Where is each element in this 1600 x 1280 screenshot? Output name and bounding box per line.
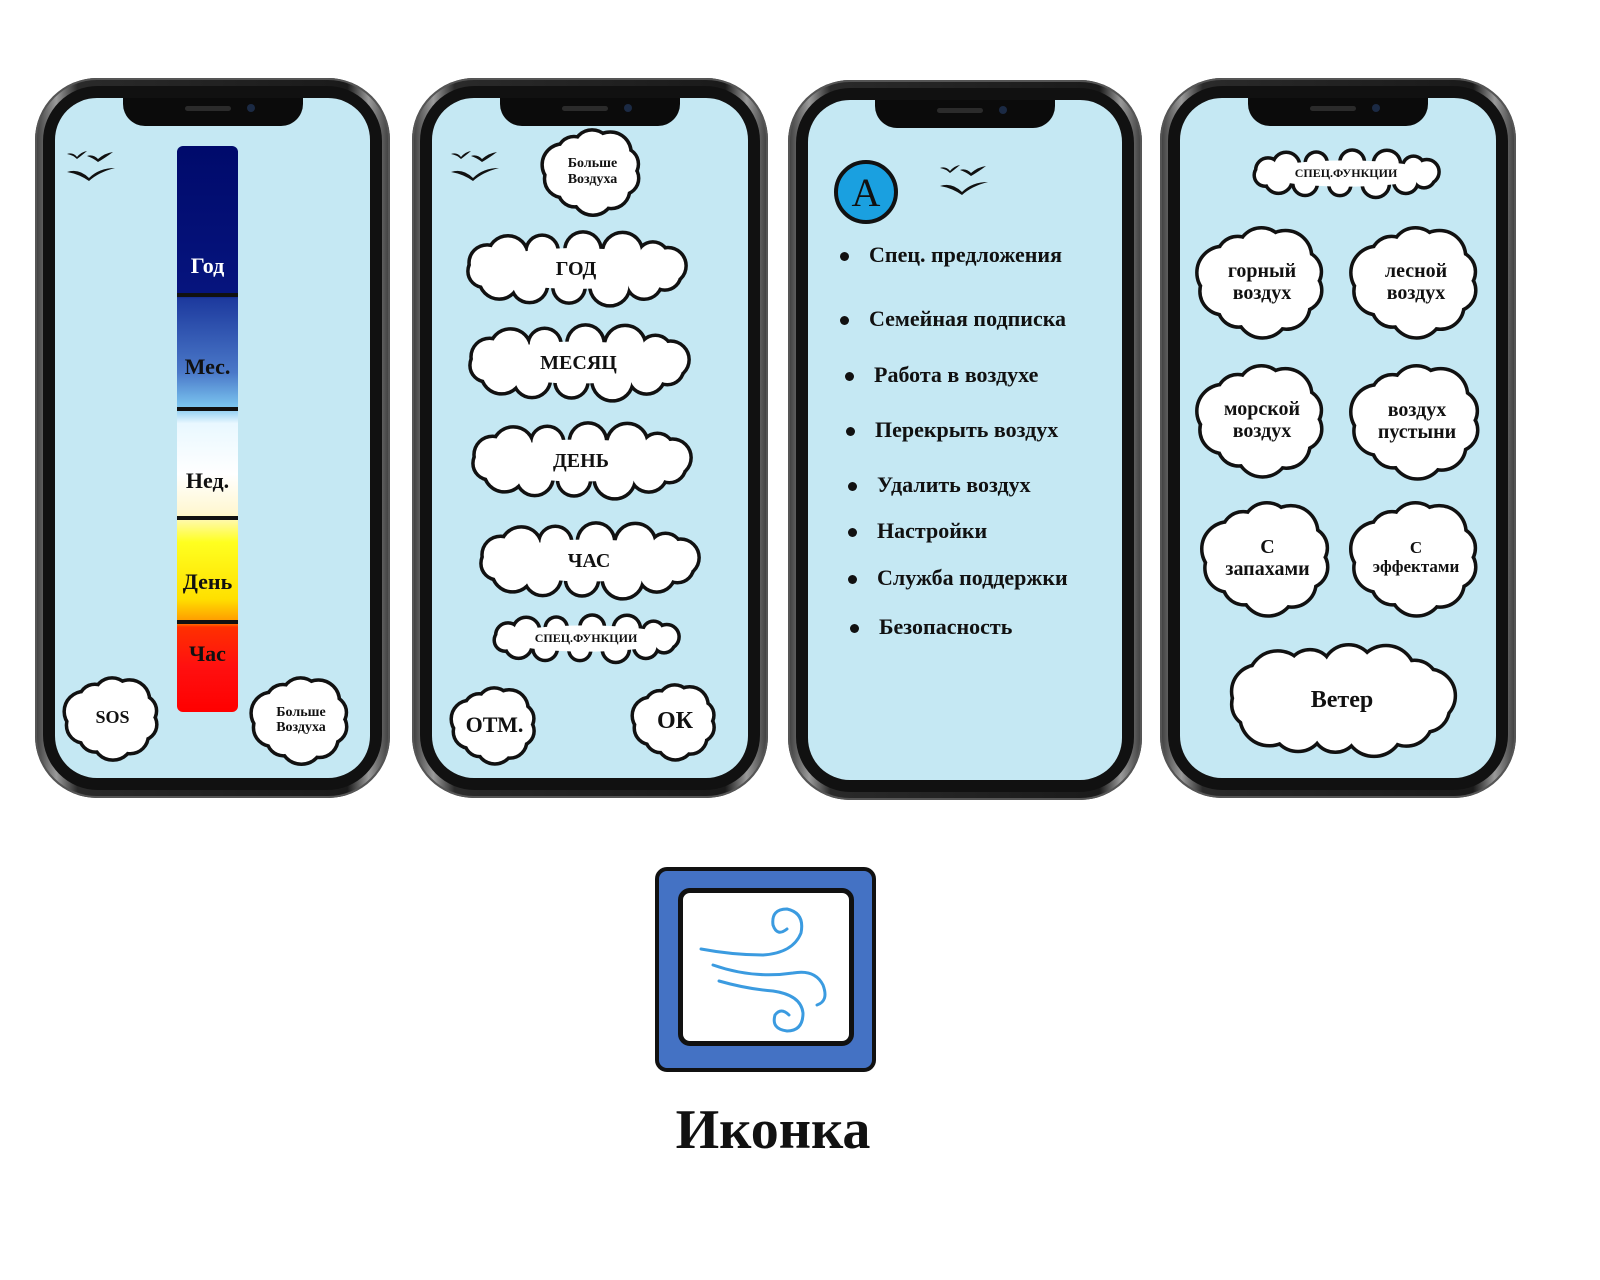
divider: [177, 620, 238, 624]
cloud-shape: [1252, 148, 1441, 200]
notch: [500, 98, 680, 126]
divider: [177, 516, 238, 520]
phone-menu: [788, 80, 1142, 800]
cloud-shape: [1349, 363, 1480, 481]
cloud-shape: [540, 128, 641, 217]
sos-button[interactable]: SOS: [62, 676, 160, 762]
icon-caption: Иконка: [675, 1099, 871, 1161]
period-day[interactable]: День: [182, 569, 233, 594]
birds-icon: [940, 165, 988, 195]
menu-item-family-subscription[interactable]: Семейная подписка: [840, 306, 1066, 332]
wind-button[interactable]: Ветер: [1228, 642, 1458, 759]
cloud-shape: [630, 683, 716, 762]
menu-item-security[interactable]: Безопасность: [850, 614, 1012, 640]
ok-button[interactable]: ОК: [630, 683, 717, 762]
bullet-icon: [848, 482, 857, 492]
special-functions-title: СПЕЦ.ФУНКЦИИ: [1252, 148, 1441, 200]
cloud-shape: [1195, 225, 1324, 340]
forest-air-button[interactable]: лесной воздух: [1349, 225, 1480, 340]
app-icon: [655, 867, 876, 1072]
notch: [1248, 98, 1428, 126]
period-month[interactable]: Мес.: [184, 354, 231, 379]
bullet-icon: [850, 624, 859, 634]
cloud-shape: [479, 521, 701, 601]
divider: [177, 407, 238, 411]
desert-air-button[interactable]: воздух пустыни: [1349, 363, 1482, 481]
notch: [122, 98, 303, 126]
bullet-icon: [848, 528, 857, 538]
cloud-shape: [492, 613, 681, 665]
bullet-icon: [846, 427, 855, 437]
cloud-shape: [471, 421, 693, 501]
cloud-shape: [249, 676, 349, 767]
cloud-shape: [1200, 500, 1330, 618]
avatar[interactable]: A: [834, 160, 898, 224]
with-scents-button[interactable]: С запахами: [1200, 500, 1332, 618]
birds-icon: [67, 151, 115, 181]
period-week[interactable]: Нед.: [185, 468, 230, 493]
period-slider[interactable]: [177, 146, 238, 712]
bullet-icon: [848, 575, 857, 585]
cloud-shape: [1348, 500, 1478, 618]
sea-air-button[interactable]: морской воздух: [1195, 363, 1326, 479]
bullet-icon: [840, 252, 849, 262]
period-hour[interactable]: Час: [189, 641, 226, 666]
mountain-air-button[interactable]: горный воздух: [1195, 225, 1326, 340]
divider: [177, 293, 238, 297]
menu-item-special-offers[interactable]: Спец. предложения: [840, 242, 1062, 268]
cloud-shape: [62, 676, 159, 762]
special-functions-button[interactable]: СПЕЦ.ФУНКЦИИ: [492, 613, 681, 665]
plan-hour-button[interactable]: ЧАС: [478, 521, 701, 601]
menu-item-settings[interactable]: Настройки: [848, 518, 987, 544]
more-air-button[interactable]: Больше Воздуха: [540, 128, 642, 217]
cloud-shape: [466, 230, 688, 308]
cloud-shape: [1229, 642, 1458, 759]
bullet-icon: [845, 372, 854, 382]
with-effects-button[interactable]: С эффектами: [1348, 500, 1480, 618]
menu-item-delete-air[interactable]: Удалить воздух: [848, 472, 1031, 498]
cloud-shape: [449, 686, 536, 766]
bullet-icon: [840, 316, 849, 326]
birds-icon: [451, 151, 499, 181]
cloud-shape: [1195, 363, 1324, 479]
cancel-button[interactable]: ОТМ.: [449, 686, 537, 766]
cloud-shape: [468, 323, 691, 403]
menu-item-block-air[interactable]: Перекрыть воздух: [846, 417, 1058, 443]
cloud-shape: [1349, 225, 1478, 340]
notch: [875, 100, 1055, 128]
period-year[interactable]: Год: [190, 253, 225, 278]
plan-day-button[interactable]: ДЕНЬ: [470, 421, 693, 501]
plan-month-button[interactable]: МЕСЯЦ: [467, 323, 691, 403]
menu-item-support[interactable]: Служба поддержки: [848, 565, 1068, 591]
wind-icon: [699, 907, 827, 1033]
more-air-button[interactable]: Больше Воздуха: [249, 676, 350, 767]
plan-year-button[interactable]: ГОД: [465, 230, 688, 308]
menu-item-work-in-air[interactable]: Работа в воздухе: [845, 362, 1038, 388]
